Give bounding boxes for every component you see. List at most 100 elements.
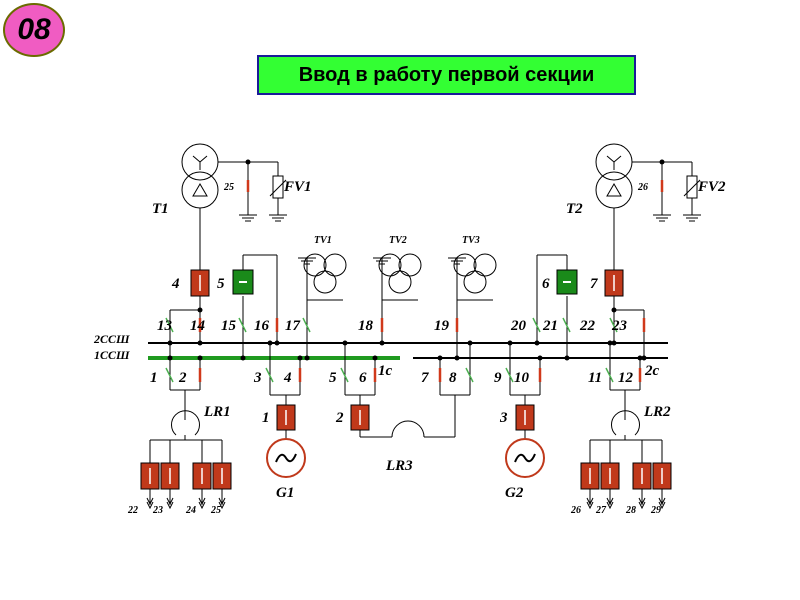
junction-dot-22 bbox=[637, 355, 643, 361]
junction-dot-6 bbox=[454, 355, 460, 361]
label-disc-6: 6 bbox=[359, 370, 367, 386]
label-disc-10: 10 bbox=[514, 370, 530, 386]
junction-dot-3 bbox=[274, 340, 280, 346]
label-fv2: FV2 bbox=[697, 179, 726, 195]
disc-bottom-9 bbox=[505, 367, 514, 383]
feeder-4-arrow bbox=[218, 497, 226, 510]
reactor-lr2 bbox=[611, 410, 640, 436]
label-feeder-29: 29 bbox=[650, 505, 661, 516]
label-t1: T1 bbox=[152, 201, 169, 217]
t1-delta bbox=[192, 183, 208, 197]
disc-bottom-5 bbox=[340, 367, 349, 383]
junction-dot-16 bbox=[372, 355, 378, 361]
feeder-7-arrow bbox=[638, 497, 646, 510]
label-breaker-6: 6 bbox=[542, 276, 550, 292]
label-feeder-28: 28 bbox=[625, 505, 636, 516]
junction-dot-18 bbox=[467, 340, 473, 346]
label-lr1: LR1 bbox=[203, 404, 231, 420]
surge-arrester-fv1 bbox=[272, 175, 284, 199]
junction-dot-19 bbox=[507, 340, 513, 346]
label-disc-8: 8 bbox=[449, 370, 457, 386]
label-tv1: TV1 bbox=[314, 235, 332, 246]
feeder-2-arrow bbox=[166, 497, 174, 510]
label-section-2c: 2c bbox=[644, 363, 660, 379]
label-feeder-27: 27 bbox=[595, 505, 607, 516]
slide-title: Ввод в работу первой секции bbox=[298, 63, 595, 86]
tv3-c2 bbox=[473, 253, 497, 277]
disc-17 bbox=[302, 317, 311, 333]
disc-15 bbox=[238, 317, 247, 333]
label-disc-21: 21 bbox=[542, 318, 558, 334]
surge-arrester-fv2-slash bbox=[683, 179, 701, 197]
tv2-c2 bbox=[398, 253, 422, 277]
label-tv2: TV2 bbox=[389, 235, 407, 246]
tv1-c1 bbox=[303, 253, 327, 277]
label-disc-17: 17 bbox=[285, 318, 301, 334]
junction-dot-5 bbox=[379, 340, 385, 346]
tv2-c3 bbox=[388, 270, 412, 294]
feeder-6-arrow bbox=[606, 497, 614, 510]
label-bus-1ssh: 1ССШ bbox=[94, 348, 130, 362]
label-disc-2: 2 bbox=[178, 370, 187, 386]
label-disc-7: 7 bbox=[421, 370, 429, 386]
label-feeder-22: 22 bbox=[127, 505, 138, 516]
junction-dot-13 bbox=[267, 340, 273, 346]
junction-dot-12 bbox=[197, 355, 203, 361]
label-disc-23: 23 bbox=[611, 318, 628, 334]
label-lr2: LR2 bbox=[643, 404, 671, 420]
t2-delta bbox=[606, 183, 622, 197]
label-fv1: FV1 bbox=[283, 179, 312, 195]
feeder-8-arrow bbox=[658, 497, 666, 510]
feeder-3-arrow bbox=[198, 497, 206, 510]
label-bus-2ssh: 2ССШ bbox=[93, 332, 130, 346]
disc-bottom-1 bbox=[165, 367, 174, 383]
junction-dot-0 bbox=[167, 355, 173, 361]
junction-dot-23 bbox=[197, 307, 203, 313]
junction-dot-11 bbox=[167, 340, 173, 346]
label-disc-13: 13 bbox=[157, 318, 173, 334]
slide-number: 08 bbox=[17, 13, 51, 46]
slide-number-badge: 08 bbox=[3, 3, 65, 57]
disc-13 bbox=[165, 317, 174, 333]
junction-dot-25 bbox=[245, 159, 251, 165]
label-g1: G1 bbox=[276, 485, 294, 501]
label-gen-breaker-3: 3 bbox=[499, 410, 508, 426]
t2-winding-bottom bbox=[595, 171, 633, 209]
label-lr3: LR3 bbox=[385, 458, 413, 474]
label-25: 25 bbox=[223, 182, 234, 193]
surge-arrester-fv2 bbox=[686, 175, 698, 199]
junction-dot-14 bbox=[297, 355, 303, 361]
junction-dot-21 bbox=[607, 340, 613, 346]
label-disc-5: 5 bbox=[329, 370, 337, 386]
junction-dot-2 bbox=[240, 355, 246, 361]
label-feeder-26: 26 bbox=[570, 505, 581, 516]
junction-dot-1 bbox=[197, 340, 203, 346]
label-disc-15: 15 bbox=[221, 318, 237, 334]
junction-dot-15 bbox=[342, 340, 348, 346]
label-tv3: TV3 bbox=[462, 235, 480, 246]
label-disc-4: 4 bbox=[283, 370, 292, 386]
label-section-1c: 1c bbox=[378, 363, 393, 379]
label-disc-3: 3 bbox=[253, 370, 262, 386]
disc-22 bbox=[609, 317, 618, 333]
disc-bottom-11 bbox=[605, 367, 614, 383]
label-breaker-7: 7 bbox=[590, 276, 598, 292]
tv2-c1 bbox=[378, 253, 402, 277]
label-disc-19: 19 bbox=[434, 318, 450, 334]
t1-star bbox=[192, 155, 208, 170]
junction-dot-24 bbox=[611, 307, 617, 313]
feeder-1-arrow bbox=[146, 497, 154, 510]
tv3-c1 bbox=[453, 253, 477, 277]
label-disc-12: 12 bbox=[618, 370, 634, 386]
label-feeder-24: 24 bbox=[185, 505, 196, 516]
junction-dot-7 bbox=[534, 340, 540, 346]
tv1-c3 bbox=[313, 270, 337, 294]
label-feeder-23: 23 bbox=[152, 505, 163, 516]
junction-dot-8 bbox=[564, 355, 570, 361]
disc-20 bbox=[532, 317, 541, 333]
label-26: 26 bbox=[637, 182, 648, 193]
label-feeder-25: 25 bbox=[210, 505, 221, 516]
label-disc-20: 20 bbox=[510, 318, 527, 334]
label-gen-breaker-1: 1 bbox=[262, 410, 270, 426]
